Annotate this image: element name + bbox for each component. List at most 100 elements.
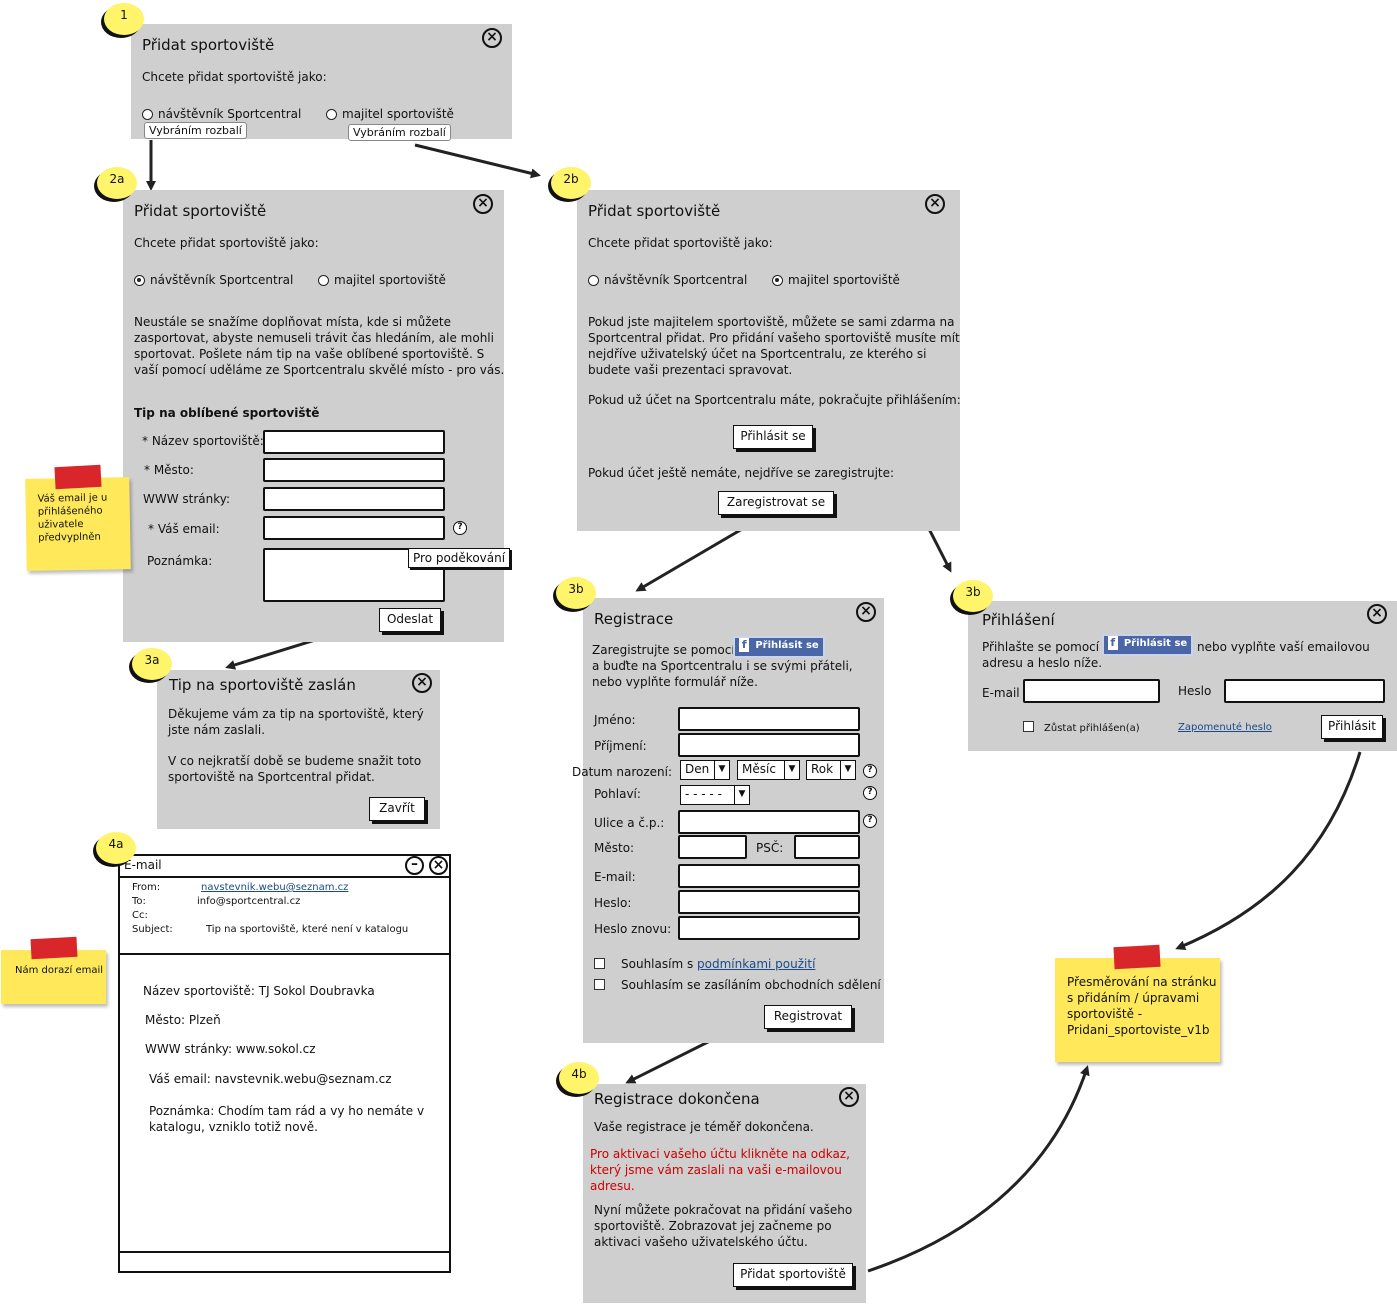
last-name-input[interactable] xyxy=(678,733,860,757)
label-dob: Datum narození: xyxy=(572,765,673,779)
label-gender: Pohlaví: xyxy=(594,787,641,801)
step-badge-3b-reg: 3b xyxy=(556,577,596,609)
radio-visitor[interactable] xyxy=(142,109,153,120)
arrow-login-to-redirect xyxy=(1175,751,1362,950)
help-icon[interactable]: ? xyxy=(453,521,467,535)
step-badge-1: 1 xyxy=(104,3,144,35)
close-icon[interactable]: × xyxy=(473,194,493,214)
status-text: Vaše registrace je téměř dokončena. xyxy=(594,1120,814,1134)
password-again-input[interactable] xyxy=(678,916,860,940)
to-label: To: xyxy=(132,896,146,907)
password-input[interactable] xyxy=(678,890,860,914)
www-input[interactable] xyxy=(263,487,445,511)
intro-line: vaší pomocí uděláme ze Sportcentralu skv… xyxy=(134,363,505,377)
close-icon[interactable]: × xyxy=(482,28,502,48)
close-icon[interactable]: × xyxy=(1367,604,1387,624)
help-icon[interactable]: ? xyxy=(863,814,877,828)
window-title: E-mail xyxy=(124,858,162,872)
radio-visitor[interactable] xyxy=(588,275,599,286)
add-venue-button[interactable]: Přidat sportoviště xyxy=(733,1263,853,1287)
radio-owner-label: majitel sportoviště xyxy=(342,107,454,121)
name-input[interactable] xyxy=(263,430,445,454)
section-heading: Tip na oblíbené sportoviště xyxy=(134,406,320,420)
arrow-4b-to-redirect xyxy=(867,1065,1090,1273)
continue-line: aktivaci vašeho uživatelského účtu. xyxy=(594,1235,808,1249)
close-icon[interactable]: × xyxy=(412,673,432,693)
continue-line: sportoviště. Zobrazovat jej začneme po xyxy=(594,1219,832,1233)
have-account-text: Pokud už účet na Sportcentralu máte, pok… xyxy=(588,393,961,407)
from-value[interactable]: navstevnik.webu@seznam.cz xyxy=(201,882,349,893)
tape xyxy=(30,936,78,960)
gender-value: - - - - - xyxy=(685,787,722,801)
agree-terms-checkbox[interactable] xyxy=(594,958,605,969)
intro-line: sportovat. Pošlete nám tip na vaše oblíb… xyxy=(134,347,485,361)
radio-owner[interactable] xyxy=(772,275,783,286)
terms-link[interactable]: podmínkami použití xyxy=(697,957,816,971)
from-label: From: xyxy=(132,882,161,893)
dialog-title: Přihlášení xyxy=(982,611,1055,629)
label-zip: PSČ: xyxy=(756,841,784,855)
street-input[interactable] xyxy=(678,810,860,834)
first-name-input[interactable] xyxy=(678,707,860,731)
dob-year-select[interactable]: Rok▼ xyxy=(806,760,856,780)
dob-month-select[interactable]: Měsíc▼ xyxy=(737,760,800,780)
body-line: katalogu, vzniklo totiž nově. xyxy=(149,1120,318,1134)
label-city: * Město: xyxy=(144,463,194,477)
body-line: Název sportoviště: TJ Sokol Doubravka xyxy=(143,984,375,998)
step2a-dialog: Přidat sportoviště × Chcete přidat sport… xyxy=(123,190,504,642)
register-button[interactable]: Zaregistrovat se xyxy=(718,491,834,515)
close-icon[interactable]: × xyxy=(925,194,945,214)
label-note: Poznámka: xyxy=(147,554,213,568)
close-button[interactable]: Zavřít xyxy=(369,797,425,821)
password-input[interactable] xyxy=(1224,679,1385,703)
label-street: Ulice a č.p.: xyxy=(594,816,665,830)
city-input[interactable] xyxy=(678,835,747,859)
label-name: * Název sportoviště: xyxy=(142,434,264,448)
agree-marketing-checkbox[interactable] xyxy=(594,979,605,990)
radio-owner[interactable] xyxy=(318,275,329,286)
facebook-button-label: Přihlásit se xyxy=(1123,638,1188,649)
dob-day-select[interactable]: Den ▼ xyxy=(680,760,730,780)
radio-owner[interactable] xyxy=(326,109,337,120)
register-submit-button[interactable]: Registrovat xyxy=(764,1005,852,1029)
activation-line: který jsme vám zaslali na vaši e-mailovo… xyxy=(590,1163,842,1177)
step2b-dialog: Přidat sportoviště × Chcete přidat sport… xyxy=(577,190,961,531)
dob-day-value: Den xyxy=(685,762,710,776)
dialog-title: Přidat sportoviště xyxy=(134,202,267,220)
login-button[interactable]: Přihlásit se xyxy=(733,425,813,449)
chevron-down-icon: ▼ xyxy=(840,761,855,779)
gender-select[interactable]: - - - - - ▼ xyxy=(680,785,750,805)
radio-visitor-label: návštěvník Sportcentral xyxy=(604,273,748,287)
zip-input[interactable] xyxy=(794,835,860,859)
help-icon[interactable]: ? xyxy=(863,786,877,800)
submit-button[interactable]: Odeslat xyxy=(379,608,441,632)
note-line: s přidáním / úpravami xyxy=(1067,991,1200,1005)
agree-prefix: Souhlasím s xyxy=(621,957,694,971)
chevron-down-icon: ▼ xyxy=(734,786,749,804)
dialog-title: Přidat sportoviště xyxy=(142,36,275,54)
close-icon[interactable]: × xyxy=(856,602,876,622)
email-input[interactable] xyxy=(1023,679,1160,703)
note-text: Nám dorazí email xyxy=(15,965,104,976)
close-icon[interactable]: × xyxy=(839,1087,859,1107)
radio-visitor[interactable] xyxy=(134,275,145,286)
sticky-note-redirect: Přesměrování na stránku s přidáním / úpr… xyxy=(1055,958,1220,1062)
email-input[interactable] xyxy=(263,516,445,540)
help-icon[interactable]: ? xyxy=(863,764,877,778)
city-input[interactable] xyxy=(263,458,445,482)
chevron-down-icon: ▼ xyxy=(714,761,729,779)
email-input[interactable] xyxy=(678,864,860,888)
close-icon[interactable]: × xyxy=(429,856,448,875)
forgot-password-link[interactable]: Zapomenuté heslo xyxy=(1178,722,1272,733)
remember-checkbox[interactable] xyxy=(1023,721,1034,732)
info-line: V co nejkratší době se budeme snažit tot… xyxy=(168,754,422,768)
registration-complete-dialog: Registrace dokončena × Vaše registrace j… xyxy=(583,1084,866,1303)
minimize-icon[interactable]: – xyxy=(405,856,424,875)
login-submit-button[interactable]: Přihlásit xyxy=(1321,715,1383,739)
thanks-line: Děkujeme vám za tip na sportoviště, kter… xyxy=(168,707,424,721)
question-text: Chcete přidat sportoviště jako: xyxy=(588,236,773,250)
